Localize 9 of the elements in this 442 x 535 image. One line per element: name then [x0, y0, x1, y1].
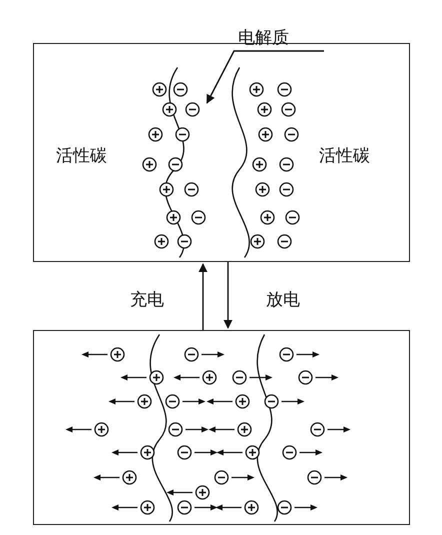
label-text: 活性碳 [56, 146, 107, 166]
diagram-panel [33, 330, 410, 525]
edge-label: 充电 [130, 290, 164, 310]
label-text: 电解质 [238, 28, 289, 48]
arrow [224, 262, 232, 329]
leader-line [206, 50, 324, 104]
edge-label: 放电 [266, 290, 300, 310]
arrow [198, 263, 208, 330]
label-text: 活性碳 [319, 146, 370, 166]
